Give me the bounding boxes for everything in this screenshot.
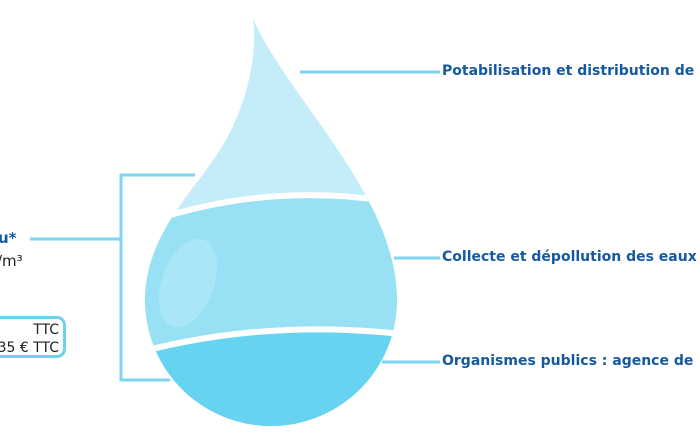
left-bracket xyxy=(119,173,195,382)
price-box: TTC 35 € TTC xyxy=(0,316,66,358)
label-organismes: Organismes publics : agence de xyxy=(442,353,694,369)
price-box-line2: 35 € TTC xyxy=(0,340,59,356)
label-potabilisation: Potabilisation et distribution de xyxy=(442,63,695,79)
left-title-fragment: u* xyxy=(0,229,17,247)
price-box-line1: TTC xyxy=(33,322,59,338)
left-unit-fragment: /m³ xyxy=(0,252,23,270)
drop-separator xyxy=(145,326,397,355)
drop-band-bottom xyxy=(145,329,397,426)
drop-highlight xyxy=(158,238,218,328)
label-collecte: Collecte et dépollution des eaux xyxy=(442,249,697,265)
